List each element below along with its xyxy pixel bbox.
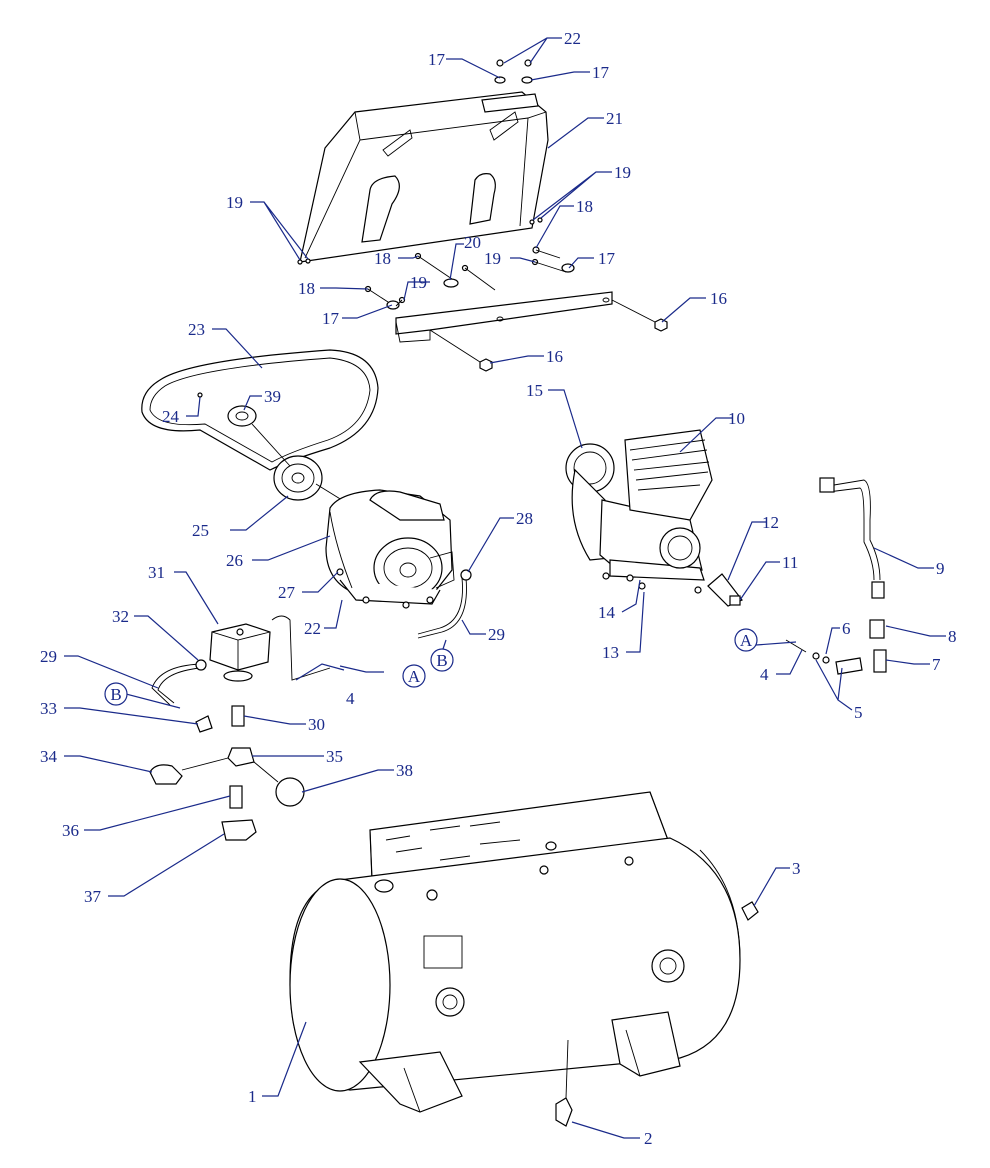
callout-17: 17	[428, 50, 446, 69]
pressure-switch	[209, 615, 331, 682]
ref-a-pressure-switch	[402, 664, 426, 688]
callout-2: 2	[644, 1129, 653, 1148]
guard-bracket	[395, 291, 613, 343]
callout-33: 33	[40, 699, 57, 718]
callout-29: 29	[488, 625, 505, 644]
callout-29: 29	[40, 647, 57, 666]
callout-38: 38	[396, 761, 413, 780]
callout-27: 27	[278, 583, 296, 602]
callout-6: 6	[842, 619, 851, 638]
callout-34: 34	[40, 747, 58, 766]
callout-20: 20	[464, 233, 481, 252]
callout-24: 24	[162, 407, 180, 426]
callout-22: 22	[564, 29, 581, 48]
callout-36: 36	[62, 821, 79, 840]
callout-1: 1	[248, 1087, 257, 1106]
callout-19: 19	[226, 193, 243, 212]
ref-a-label: A	[740, 631, 753, 650]
callout-7: 7	[932, 655, 941, 674]
callout-11: 11	[782, 553, 798, 572]
callout-17: 17	[598, 249, 616, 268]
pump-fitting	[707, 573, 743, 607]
callout-8: 8	[948, 627, 957, 646]
callout-37: 37	[84, 887, 102, 906]
discharge-tube	[785, 477, 887, 675]
callout-19: 19	[484, 249, 501, 268]
ref-b-label: B	[436, 651, 447, 670]
tank-small-parts	[555, 901, 759, 1127]
callout-30: 30	[308, 715, 325, 734]
air-tank	[289, 791, 741, 1113]
callout-17: 17	[592, 63, 610, 82]
leader-lines	[64, 37, 946, 1139]
ref-a-label: A	[408, 667, 421, 686]
ref-b-label: B	[110, 685, 121, 704]
callout-25: 25	[192, 521, 209, 540]
callout-14: 14	[598, 603, 616, 622]
callout-19: 19	[410, 273, 427, 292]
callout-3: 3	[792, 859, 801, 878]
power-cord-left	[151, 659, 207, 706]
callout-39: 39	[264, 387, 281, 406]
belt	[141, 349, 379, 471]
callout-labels: 17 22 17 21 19 19 18 18 20 19 17 19 18 1…	[40, 29, 957, 1148]
ref-b-left-cord	[104, 682, 128, 706]
manifold	[149, 705, 305, 841]
callout-16: 16	[710, 289, 727, 308]
power-cord-right	[417, 569, 472, 639]
callout-18: 18	[298, 279, 315, 298]
callout-31: 31	[148, 563, 165, 582]
callout-10: 10	[728, 409, 745, 428]
reference-markers: A A B B	[104, 628, 758, 706]
callout-13: 13	[602, 643, 619, 662]
callout-9: 9	[936, 559, 945, 578]
callout-16: 16	[546, 347, 563, 366]
pump	[565, 429, 713, 594]
callout-19: 19	[614, 163, 631, 182]
callout-21: 21	[606, 109, 623, 128]
callout-5: 5	[854, 703, 863, 722]
callout-17: 17	[322, 309, 340, 328]
motor	[325, 489, 455, 609]
ref-a-pump	[734, 628, 758, 652]
callout-15: 15	[526, 381, 543, 400]
callout-12: 12	[762, 513, 779, 532]
callout-26: 26	[226, 551, 243, 570]
belt-guard	[299, 91, 549, 263]
callout-18: 18	[374, 249, 391, 268]
callout-4: 4	[760, 665, 769, 684]
ref-b-right-cord	[430, 648, 454, 672]
callout-18: 18	[576, 197, 593, 216]
callout-4: 4	[346, 689, 355, 708]
callout-32: 32	[112, 607, 129, 626]
callout-22: 22	[304, 619, 321, 638]
callout-28: 28	[516, 509, 533, 528]
callout-23: 23	[188, 320, 205, 339]
callout-35: 35	[326, 747, 343, 766]
